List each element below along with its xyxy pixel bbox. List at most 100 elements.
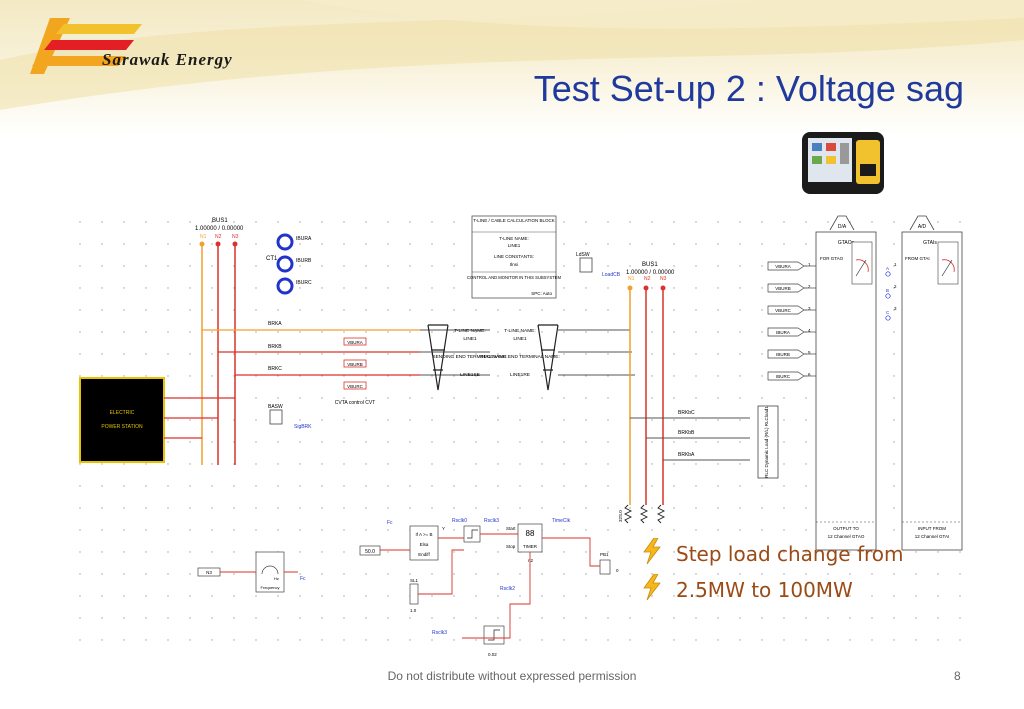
- tline-block-title: T-LINE / CABLE CALCULATION BLOCK: [473, 218, 554, 223]
- gtao-title: GTAOs: [838, 240, 855, 246]
- lightning-icon: [643, 574, 661, 600]
- resistor-value-1: 32S.0: [618, 510, 623, 522]
- bus1-left-phase-a: N1: [200, 234, 207, 240]
- ctrl-timer: TIMER: [523, 544, 538, 549]
- gtao-signal-tag: [767, 349, 805, 359]
- gtai-port-dot: [885, 271, 891, 277]
- gtao-channel-number: 4: [808, 328, 811, 333]
- tower-left-end: LINE1SE: [460, 372, 480, 378]
- gtao-block: D/A GTAOs FOR GTAO OUTPUT TO 12 Channel …: [767, 215, 877, 551]
- gtao-signal-label: IBURB: [776, 352, 790, 357]
- gtai-channel-number: 2: [894, 284, 897, 289]
- bus1-right: BUS1 1.00000 / 0.00000 N1 N2 N3 LdSW Loa…: [576, 252, 675, 505]
- bullet-text-1: Step load change from: [676, 542, 904, 566]
- gtao-signal-label: VBURA: [775, 264, 791, 269]
- ctrl-value-in: 50.0: [365, 549, 375, 555]
- ctrl-rsclk3: Rsclk3: [432, 630, 447, 636]
- tline-control-label: CONTROL AND MONITOR IN THIS SUBSYSTEM: [467, 275, 561, 280]
- voltage-tag-b: VBURB: [347, 362, 363, 367]
- gtao-signal-tag: [767, 261, 805, 271]
- tline-control-value: SPC: Auto: [531, 291, 552, 296]
- bus1-left-phase-c: N3: [232, 234, 239, 240]
- cvt-label: CVTA control CVT: [335, 400, 375, 406]
- breaker-left-c: BRKC: [268, 366, 282, 372]
- tline-name-label: T-LINE NAME:: [499, 236, 529, 241]
- ctrl-delay: 0.02: [488, 652, 497, 657]
- gtai-port-label: B: [886, 288, 889, 293]
- gtao-bottom2: 12 Channel GTAO: [828, 534, 865, 539]
- gtao-header: D/A: [838, 224, 847, 230]
- tline-name: LINE1: [508, 243, 521, 248]
- bus1-right-phase-a: N1: [628, 276, 635, 282]
- ct-signal-c: IBURC: [296, 280, 312, 286]
- breaker-right-b: BRKbB: [678, 430, 695, 436]
- gtai-block: A/D GTAIs FROM GTAI INPUT FROM 12 Channe…: [885, 215, 963, 551]
- sarawak-energy-logo: [30, 18, 142, 74]
- gtai-channel-number: 3: [894, 306, 897, 311]
- switch-left-name: BASW: [268, 404, 283, 410]
- ctrl-rsclk2: Rsclk2: [500, 586, 515, 592]
- tline-constants-label: LINE CONSTANTS:: [494, 254, 534, 259]
- ctrl-fc2: Fc: [300, 576, 306, 582]
- tower-left: [427, 324, 449, 391]
- voltage-tag-a: VBURA: [347, 340, 363, 345]
- bus1-right-label: BUS1: [642, 262, 658, 268]
- gtao-sub: FOR GTAO: [820, 256, 844, 261]
- bus1-right-values: 1.00000 / 0.00000: [626, 270, 675, 276]
- station-line1: ELECTRIC: [110, 410, 135, 416]
- page-number: 8: [954, 669, 961, 683]
- bus1-left: BUS1 1.00000 / 0.00000 N1 N2 N3: [195, 218, 244, 465]
- gtao-signal-tag: [767, 371, 805, 381]
- ctrl-rising: Rsclk0: [452, 518, 467, 524]
- tline-calc-block: T-LINE / CABLE CALCULATION BLOCK T-LINE …: [467, 215, 561, 299]
- tower-right-name: LINE1: [513, 336, 527, 342]
- breaker-left-b: BRKB: [268, 344, 282, 350]
- ctrl-timer-digits: 88: [526, 529, 535, 538]
- gtai-port-label: A: [886, 266, 889, 271]
- tower-right-name-label: T-LINE NAME:: [504, 328, 535, 334]
- gtai-port-dot: [885, 293, 891, 299]
- ctrl-hz: Hz: [274, 576, 279, 581]
- switch-left: BASW SigBRK: [268, 404, 312, 430]
- ctrl-n3: N3: [206, 570, 212, 575]
- lightning-icon: [643, 538, 661, 564]
- station-line2: POWER STATION: [101, 424, 143, 430]
- breaker-left-a: BRKA: [268, 321, 282, 327]
- tower-right-end: LINE1RE: [510, 372, 530, 378]
- bus1-right-phase-c: N3: [660, 276, 667, 282]
- gtai-bottom2: 12 Channel GTAI: [915, 534, 949, 539]
- breaker-right-c: BRKbC: [678, 410, 695, 416]
- gtao-signal-tag: [767, 283, 805, 293]
- ctrl-pb: PB1: [600, 552, 609, 557]
- gtao-signal-label: VBURB: [775, 286, 791, 291]
- bus1-left-phase-b: N2: [215, 234, 222, 240]
- tline-constants: tlnsi: [510, 262, 518, 267]
- tower-left-end-label: SENDING END TERMINAL NAME:: [432, 354, 507, 360]
- breaker-right-a: BRKbA: [678, 452, 695, 458]
- tower-labels: T-LINE NAME: LINE1 SENDING END TERMINAL …: [432, 328, 559, 378]
- load-feeders: BRKbC BRKbB BRKbA RLC Dynamic Load (R/L)…: [618, 405, 779, 524]
- ctrl-compare: If A >= B: [415, 532, 432, 537]
- switch-right-signal: LoadCB: [602, 272, 621, 278]
- gtao-bottom1: OUTPUT TO: [833, 526, 859, 531]
- gtai-title: GTAIs: [923, 240, 937, 246]
- gtao-signal-label: IBURC: [776, 374, 791, 379]
- gtao-signal-tag: [767, 327, 805, 337]
- gtao-channel-number: 6: [808, 372, 811, 377]
- gtao-channel-number: 2: [808, 284, 811, 289]
- gtai-header: A/D: [918, 224, 927, 230]
- ctrl-one: 1.0: [410, 608, 417, 613]
- tower-right: [537, 324, 559, 391]
- bus1-left-label: BUS1: [212, 218, 228, 224]
- gtai-port-label: C: [886, 310, 890, 315]
- load-name: RLC Dynamic Load (R/L) RLCload1: [764, 406, 769, 478]
- ctrl-rising2: Rsclk3: [484, 518, 499, 524]
- ctrl-ediff: Endiff: [418, 552, 430, 557]
- power-station: ELECTRIC POWER STATION: [79, 377, 235, 463]
- ct-signal-b: IBURB: [296, 258, 312, 264]
- bus1-right-phase-b: N2: [644, 276, 651, 282]
- control-logic: Fc 50.0 If A >= B Elsa Endiff Y Rsclk0 R…: [197, 518, 619, 657]
- ctrl-edge: Elsa: [420, 542, 429, 547]
